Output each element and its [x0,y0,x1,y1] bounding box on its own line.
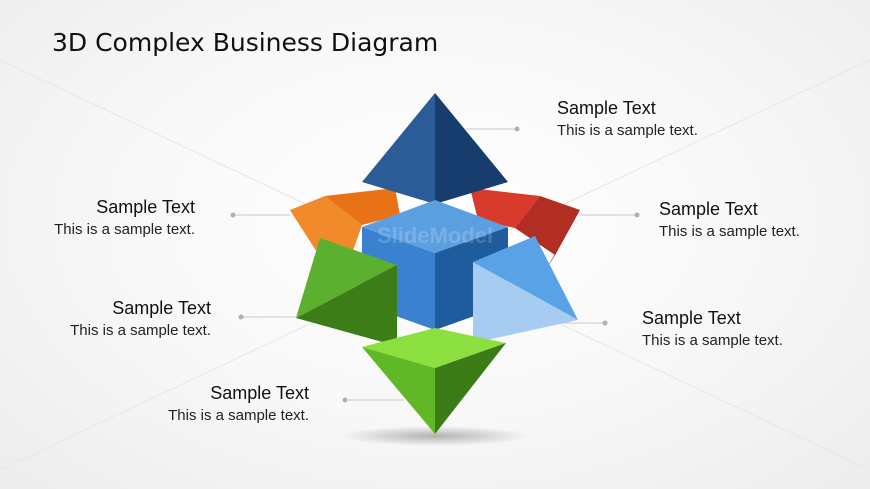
ground-shadow [340,426,530,446]
connector-dots [230,126,640,403]
label-bottom-left: Sample Text This is a sample text. [168,382,309,426]
connector-dot [342,397,348,403]
label-heading: Sample Text [659,199,758,219]
label-mid-left: Sample Text This is a sample text. [54,196,195,240]
label-text: This is a sample text. [659,223,800,240]
light-blue-wedge [473,236,578,343]
label-mid-right: Sample Text This is a sample text. [659,198,800,242]
red-prism [470,188,580,280]
label-text: This is a sample text. [557,122,698,139]
label-top-right: Sample Text This is a sample text. [557,97,698,141]
label-heading: Sample Text [557,98,656,118]
label-text: This is a sample text. [168,407,309,424]
green-pyramid [362,328,506,434]
label-heading: Sample Text [210,383,309,403]
connector-dot [602,320,608,326]
connector-dot [514,126,520,132]
label-heading: Sample Text [642,308,741,328]
connector-dot [634,212,640,218]
connectors [234,128,636,401]
label-text: This is a sample text. [54,221,195,238]
label-text: This is a sample text. [70,322,211,339]
label-heading: Sample Text [112,298,211,318]
label-heading: Sample Text [96,197,195,217]
slide-title: 3D Complex Business Diagram [52,28,439,57]
label-low-left: Sample Text This is a sample text. [70,297,211,341]
label-low-right: Sample Text This is a sample text. [642,307,783,351]
green-wedge [296,238,397,346]
blue-pyramid [362,93,508,204]
connector-dot [238,314,244,320]
watermark: SlideModel [377,223,493,248]
connector-dot [230,212,236,218]
label-text: This is a sample text. [642,332,783,349]
